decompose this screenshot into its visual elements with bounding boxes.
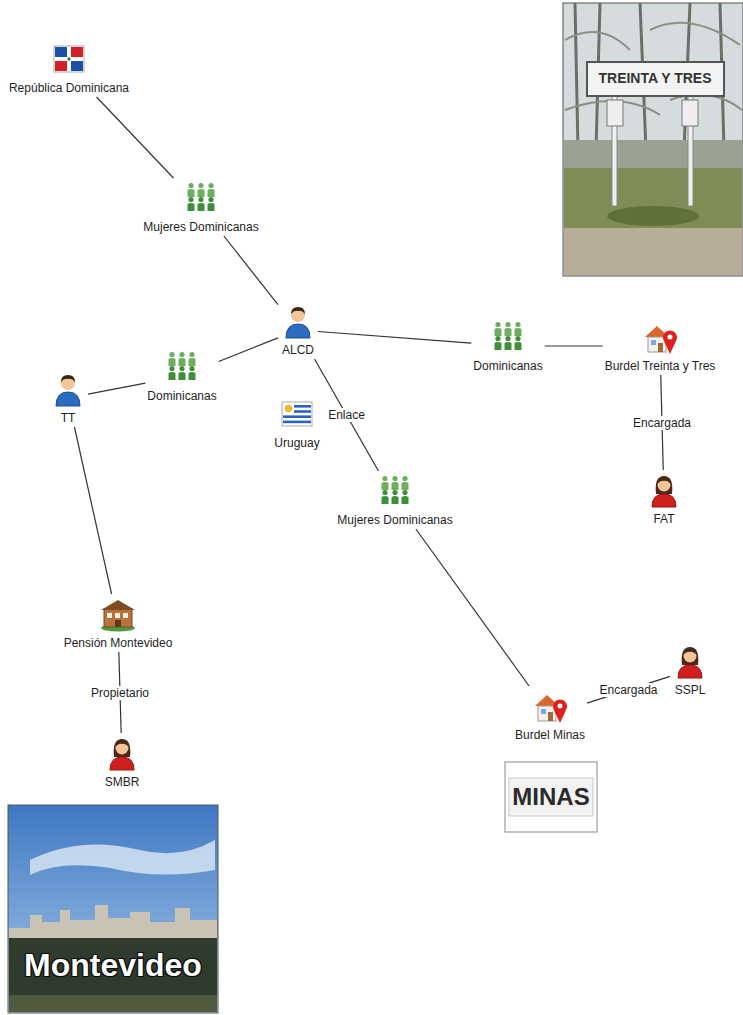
node-label: Pensión Montevideo	[64, 636, 173, 650]
node-label: TT	[61, 411, 76, 425]
group-node: Dominicanas	[473, 319, 542, 373]
node-label: Burdel Treinta y Tres	[605, 359, 716, 373]
node-icon	[100, 596, 136, 632]
city-sign-text: Montevideo	[24, 948, 202, 983]
group-node: Mujeres Dominicanas	[143, 180, 258, 234]
node-label: Burdel Minas	[515, 728, 585, 742]
link-line	[219, 338, 278, 362]
brothel-node: Burdel Minas	[515, 688, 585, 742]
node-icon	[646, 472, 682, 508]
link-line	[318, 332, 471, 344]
node-label: FAT	[653, 512, 674, 526]
node-label: Mujeres Dominicanas	[337, 513, 452, 527]
node-icon	[642, 319, 678, 355]
node-icon	[50, 371, 86, 407]
country-node: Uruguay	[274, 396, 319, 450]
link-label: Enlace	[326, 408, 367, 422]
photo-minas-sign	[505, 762, 597, 832]
node-label: Uruguay	[274, 436, 319, 450]
node-icon	[490, 319, 526, 355]
link-line	[74, 427, 111, 594]
link-label: Propietario	[89, 686, 151, 700]
sign-text: MINAS	[512, 784, 589, 810]
node-icon	[51, 41, 87, 77]
node-label: Dominicanas	[473, 359, 542, 373]
node-icon	[279, 396, 315, 432]
node-label: Mujeres Dominicanas	[143, 220, 258, 234]
node-label: República Dominicana	[9, 81, 129, 95]
node-label: SSPL	[675, 683, 706, 697]
person-node: SSPL	[672, 643, 708, 697]
pension-node: Pensión Montevideo	[64, 596, 173, 650]
person-node: TT	[50, 371, 86, 425]
sign-text: TREINTA Y TRES	[598, 71, 711, 86]
node-label: SMBR	[105, 775, 140, 789]
node-icon	[532, 688, 568, 724]
person-node: FAT	[646, 472, 682, 526]
link-line	[416, 529, 529, 686]
photo-treinta-y-tres	[563, 3, 743, 276]
country-node: República Dominicana	[9, 41, 129, 95]
node-icon	[280, 303, 316, 339]
node-icon	[672, 643, 708, 679]
node-icon	[377, 473, 413, 509]
link-line	[224, 236, 278, 305]
node-icon	[183, 180, 219, 216]
photo-montevideo	[8, 805, 218, 1013]
node-label: ALCD	[282, 343, 314, 357]
node-icon	[164, 349, 200, 385]
node-label: Dominicanas	[147, 389, 216, 403]
person-node: SMBR	[104, 735, 140, 789]
link-line	[545, 345, 603, 346]
brothel-node: Burdel Treinta y Tres	[605, 319, 716, 373]
link-label: Encargada	[631, 416, 693, 430]
link-line	[97, 97, 174, 178]
person-node: ALCD	[280, 303, 316, 357]
group-node: Dominicanas	[147, 349, 216, 403]
link-label: Encargada	[597, 683, 659, 697]
group-node: Mujeres Dominicanas	[337, 473, 452, 527]
link-line	[315, 359, 379, 471]
node-icon	[104, 735, 140, 771]
link-line	[587, 676, 670, 703]
link-line	[88, 383, 145, 394]
